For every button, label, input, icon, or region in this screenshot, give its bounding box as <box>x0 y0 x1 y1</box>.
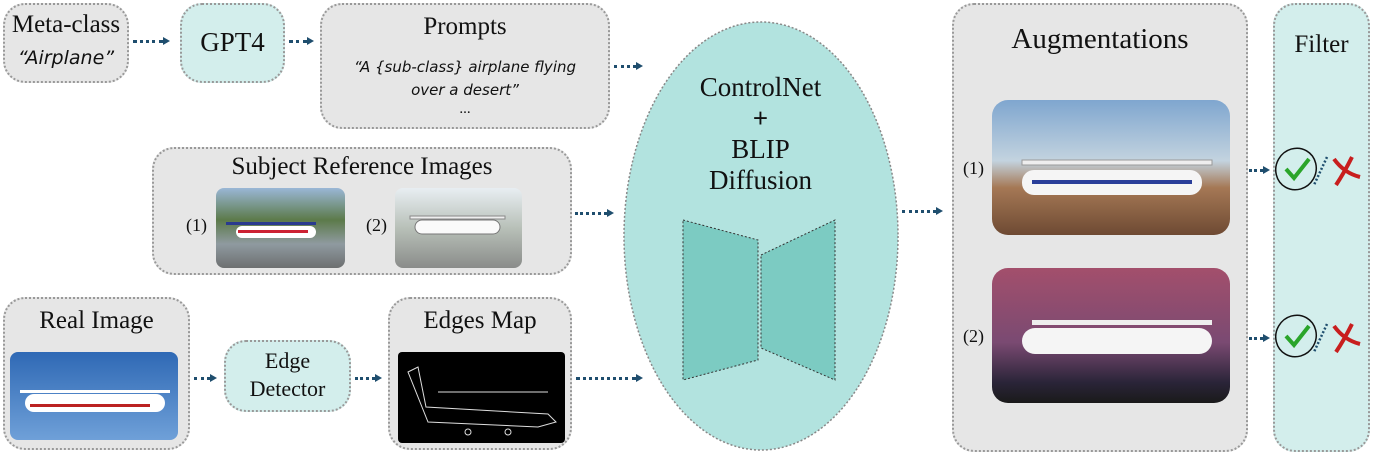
model-line-3: BLIP <box>731 134 790 164</box>
prompt-ellipsis: ... <box>459 101 471 117</box>
augmentation-image-2 <box>992 268 1230 403</box>
arrow <box>355 374 382 382</box>
model-label: ControlNet + BLIP Diffusion <box>623 72 898 196</box>
filter-title: Filter <box>1294 31 1349 58</box>
augmentation-label-2: (2) <box>963 326 984 346</box>
subject-image-1 <box>216 188 345 268</box>
arrow <box>1249 166 1270 174</box>
augmentation-label-1: (1) <box>963 158 984 178</box>
airplane-icon <box>226 222 316 238</box>
arrow <box>1249 334 1270 342</box>
real-image-title: Real Image <box>39 307 154 334</box>
airplane-icon <box>1022 320 1212 354</box>
augmentation-image-1 <box>992 100 1230 235</box>
airplane-icon <box>1021 159 1213 195</box>
airplane-icon <box>20 390 170 412</box>
model-line-2: + <box>752 103 769 133</box>
meta-class-value: “Airplane” <box>17 47 115 69</box>
cross-icon <box>1332 156 1361 187</box>
subject-title: Subject Reference Images <box>231 153 493 180</box>
model-line-1: ControlNet <box>699 72 822 102</box>
augmentations-title: Augmentations <box>1011 23 1189 55</box>
model-line-4: Diffusion <box>708 165 812 195</box>
gpt4-box: GPT4 <box>180 3 285 83</box>
arrow <box>576 374 643 382</box>
edge-detector-line-2: Detector <box>249 376 326 401</box>
encoder-trapezoid <box>682 219 759 381</box>
check-icon <box>1274 314 1318 358</box>
airplane-icon <box>409 215 506 235</box>
meta-class-title: Meta-class <box>11 11 121 38</box>
decoder-trapezoid <box>760 219 836 381</box>
subject-label-2: (2) <box>366 215 387 235</box>
arrow <box>902 207 943 215</box>
prompt-line-2: over a desert” <box>411 81 519 99</box>
real-image <box>10 352 178 440</box>
model-ellipse <box>623 21 899 451</box>
prompts-title: Prompts <box>423 13 507 40</box>
filter-result-1 <box>1274 147 1361 191</box>
gpt4-label: GPT4 <box>200 27 265 57</box>
edges-map-title: Edges Map <box>423 307 537 334</box>
arrow <box>614 62 643 70</box>
airplane-edges-icon <box>407 366 557 436</box>
arrow <box>289 37 314 45</box>
meta-class-box: Meta-class “Airplane” <box>3 3 129 83</box>
arrow <box>194 374 217 382</box>
edges-map-image <box>398 352 565 443</box>
edge-detector-line-1: Edge <box>264 348 311 373</box>
edge-detector-box: Edge Detector <box>224 340 351 412</box>
subject-image-2 <box>395 188 522 268</box>
filter-box: Filter <box>1273 3 1370 452</box>
filter-result-2 <box>1274 314 1361 358</box>
arrow <box>133 37 170 45</box>
check-icon <box>1274 147 1318 191</box>
prompt-line-1: “A {sub-class} airplane flying <box>353 58 577 76</box>
cross-icon <box>1332 323 1361 354</box>
subject-label-1: (1) <box>186 215 207 235</box>
prompts-box: Prompts “A {sub-class} airplane flying o… <box>320 3 610 129</box>
arrow <box>575 209 614 217</box>
